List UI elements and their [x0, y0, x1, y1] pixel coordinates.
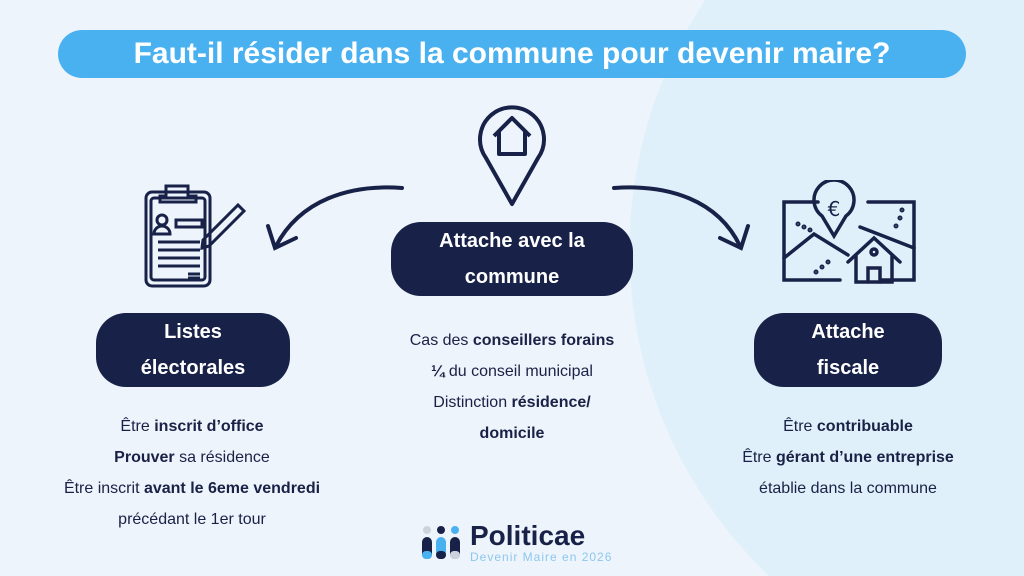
right-pill-line1: Attache: [811, 321, 885, 343]
right-pill-attache-fiscale: Attache fiscale: [754, 313, 942, 387]
right-description: Être contribuable Être gérant d’une entr…: [698, 411, 998, 504]
text-line: Cas des conseillers forains: [409, 332, 615, 349]
logo-tagline: Devenir Maire en 2026: [470, 550, 613, 564]
page-title: Faut-il résider dans la commune pour dev…: [58, 30, 966, 78]
text-line: domicile: [479, 425, 545, 442]
right-pill-line2: fiscale: [816, 357, 880, 379]
left-pill-listes-electorales: Listes électorales: [96, 313, 290, 387]
location-home-pin-icon: [478, 105, 546, 206]
text-line: précédant le 1er tour: [118, 511, 266, 528]
center-pill-line1: Attache avec la: [439, 230, 585, 252]
map-euro-house-icon: €: [782, 180, 916, 284]
left-pill-line1: Listes: [164, 321, 222, 343]
text-line: Prouver sa résidence: [114, 449, 270, 466]
center-pill-attache-commune: Attache avec la commune: [391, 222, 633, 296]
left-description: Être inscrit d’office Prouver sa résiden…: [42, 411, 342, 535]
text-line: Être gérant d’une entreprise: [742, 449, 954, 466]
text-line: ¼ du conseil municipal: [431, 363, 593, 380]
clipboard-form-icon: [144, 184, 247, 288]
logo-name: Politicae: [470, 520, 586, 551]
arrow-left-icon: [266, 185, 404, 251]
politicae-logo: Politicae Devenir Maire en 2026: [420, 522, 612, 564]
text-line: établie dans la commune: [759, 480, 937, 497]
text-line: Être inscrit avant le 6eme vendredi: [63, 480, 321, 497]
text-line: Distinction résidence/: [433, 394, 591, 411]
svg-text:€: €: [828, 197, 841, 221]
people-logo-icon: [422, 526, 460, 559]
left-pill-line2: électorales: [140, 357, 246, 379]
center-pill-line2: commune: [464, 266, 560, 288]
text-line: Être contribuable: [783, 418, 913, 435]
arrow-right-icon: [612, 185, 750, 251]
center-description: Cas des conseillers forains ¼ du conseil…: [362, 325, 662, 449]
text-line: Être inscrit d’office: [120, 418, 264, 435]
